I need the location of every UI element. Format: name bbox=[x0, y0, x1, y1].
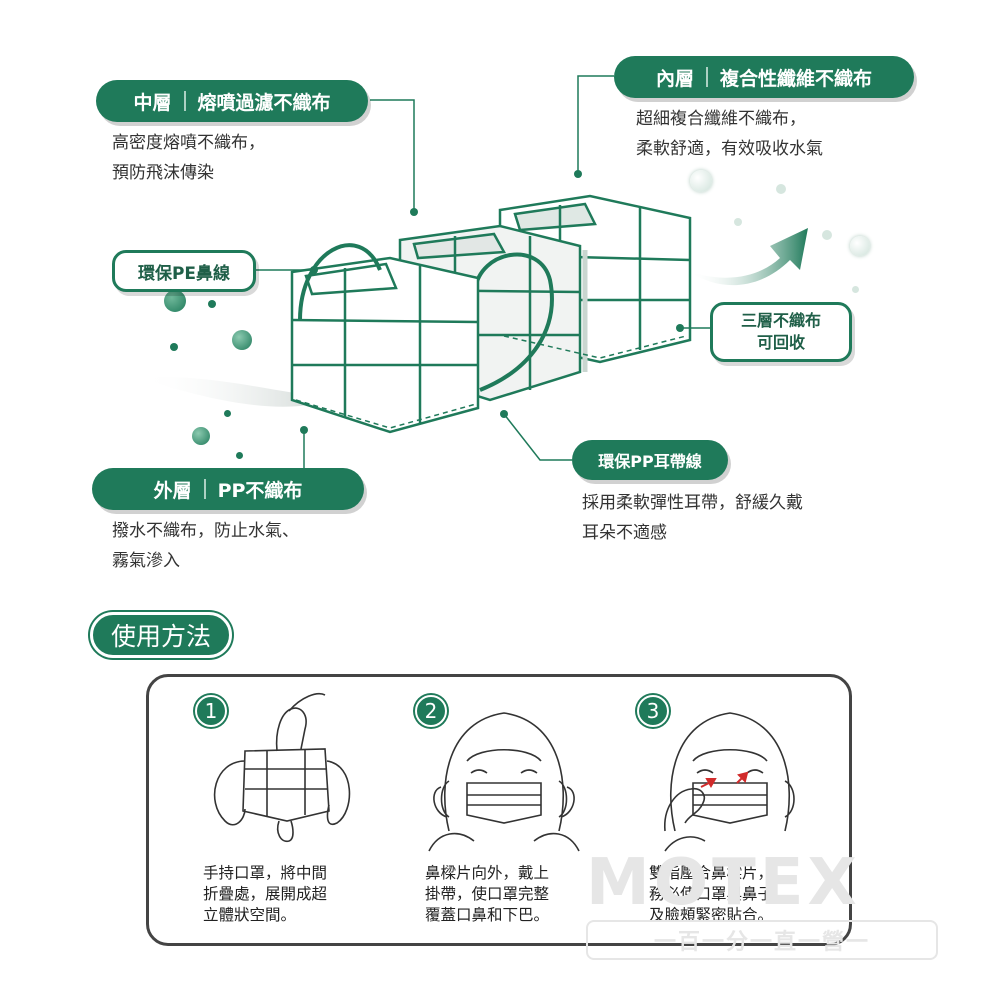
middle-layer-material: 熔噴過濾不織布 bbox=[197, 91, 331, 114]
step-line: 掛帶，使口罩完整 bbox=[425, 885, 550, 903]
step-number-badge: 2 bbox=[415, 695, 447, 727]
inner-layer-desc: 超細複合纖維不織布， 柔軟舒適，有效吸收水氣 bbox=[636, 104, 823, 164]
decor-dot bbox=[170, 343, 178, 351]
inner-layer-material: 複合性纖維不織布 bbox=[720, 67, 873, 90]
decor-dot bbox=[192, 427, 210, 445]
decor-dot bbox=[208, 300, 216, 308]
ear-loop-label: 環保PP耳帶線 bbox=[598, 452, 702, 471]
step-line: 手持口罩，將中間 bbox=[203, 864, 328, 882]
decor-dot bbox=[822, 230, 832, 240]
step-line: 覆蓋口鼻和下巴。 bbox=[425, 906, 550, 924]
desc-line: 柔軟舒適，有效吸收水氣 bbox=[636, 139, 823, 159]
nose-wire-label: 環保PE鼻線 bbox=[137, 263, 231, 284]
middle-layer-desc: 高密度熔噴不織布， 預防飛沫傳染 bbox=[112, 128, 265, 188]
decor-dot bbox=[164, 290, 186, 312]
steps-panel: 1 2 3 手持口罩，將中間 折疊處，展開成超 立體狀空間。 鼻樑片向外，戴上 … bbox=[146, 674, 852, 946]
step-line: 鼻樑片向外，戴上 bbox=[425, 864, 550, 882]
watermark-slogan: 一百一分一直一營一 bbox=[586, 920, 938, 960]
decor-dot bbox=[224, 410, 231, 417]
recyclable-line: 三層不織布 bbox=[740, 311, 821, 330]
nose-wire-tag: 環保PE鼻線 bbox=[112, 250, 256, 292]
outer-layer-title: 外層 bbox=[153, 479, 192, 502]
middle-layer-badge: 中層 熔噴過濾不織布 bbox=[96, 80, 368, 122]
step-line: 及臉頰緊密貼合。 bbox=[649, 906, 774, 924]
inner-layer-badge: 內層 複合性纖維不織布 bbox=[614, 56, 914, 98]
separator bbox=[183, 91, 186, 111]
desc-line: 耳朵不適感 bbox=[582, 523, 667, 543]
howto-title: 使用方法 bbox=[90, 612, 232, 658]
decor-dot bbox=[852, 286, 859, 293]
step-3-text: 雙指壓合鼻樑片， 務必使口罩與鼻子 及臉頰緊密貼合。 bbox=[649, 863, 819, 926]
step-number-badge: 3 bbox=[637, 695, 669, 727]
desc-line: 霧氣滲入 bbox=[112, 551, 180, 571]
recyclable-tag: 三層不織布 可回收 bbox=[710, 302, 852, 362]
decor-dot bbox=[734, 218, 742, 226]
recyclable-line: 可回收 bbox=[756, 333, 805, 352]
step-number-badge: 1 bbox=[195, 695, 227, 727]
step1-illustration bbox=[213, 693, 351, 843]
decor-dot bbox=[232, 330, 252, 350]
step3-illustration bbox=[664, 712, 795, 852]
decor-dot bbox=[850, 236, 870, 256]
decor-dot bbox=[236, 452, 243, 459]
middle-layer-title: 中層 bbox=[133, 91, 172, 114]
desc-line: 撥水不織布，防止水氣、 bbox=[112, 521, 299, 541]
desc-line: 採用柔軟彈性耳帶，舒緩久戴 bbox=[582, 493, 803, 513]
outer-layer-badge: 外層 PP不織布 bbox=[92, 468, 364, 510]
inner-layer-title: 內層 bbox=[655, 67, 694, 90]
step-line: 立體狀空間。 bbox=[203, 906, 297, 924]
step-line: 雙指壓合鼻樑片， bbox=[649, 864, 774, 882]
desc-line: 預防飛沫傳染 bbox=[112, 163, 214, 183]
watermark-logo: MOTEX bbox=[586, 846, 861, 920]
step-1-text: 手持口罩，將中間 折疊處，展開成超 立體狀空間。 bbox=[203, 863, 373, 926]
separator bbox=[203, 479, 206, 499]
mask-illustration bbox=[140, 75, 808, 484]
ear-loop-desc: 採用柔軟彈性耳帶，舒緩久戴 耳朵不適感 bbox=[582, 488, 803, 548]
desc-line: 超細複合纖維不織布， bbox=[636, 109, 806, 129]
outer-layer-material: PP不織布 bbox=[217, 479, 303, 502]
separator bbox=[706, 67, 708, 87]
step-line: 折疊處，展開成超 bbox=[203, 885, 328, 903]
decor-dot bbox=[690, 170, 712, 192]
step-2-text: 鼻樑片向外，戴上 掛帶，使口罩完整 覆蓋口鼻和下巴。 bbox=[425, 863, 595, 926]
step-line: 務必使口罩與鼻子 bbox=[649, 885, 774, 903]
desc-line: 高密度熔噴不織布， bbox=[112, 133, 265, 153]
ear-loop-badge: 環保PP耳帶線 bbox=[572, 440, 728, 480]
outer-layer-desc: 撥水不織布，防止水氣、 霧氣滲入 bbox=[112, 516, 299, 576]
step2-illustration bbox=[428, 712, 580, 852]
decor-dot bbox=[776, 184, 786, 194]
